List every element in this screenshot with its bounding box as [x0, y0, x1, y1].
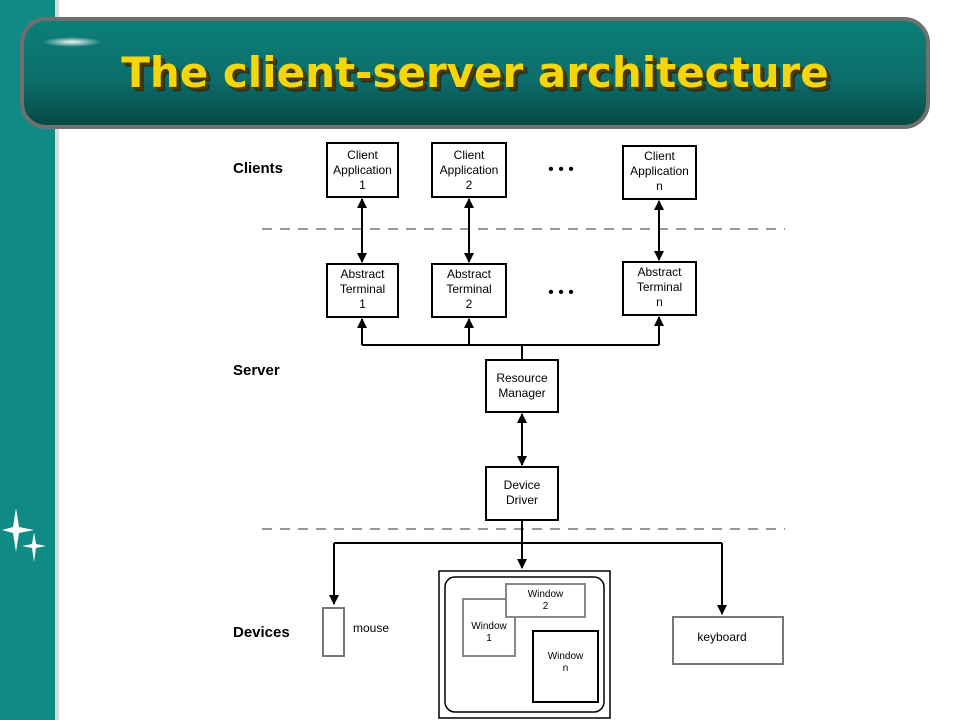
client-application-n: Client Application n — [622, 145, 697, 200]
svg-text:Abstract: Abstract — [637, 265, 682, 279]
device-driver: Device Driver — [485, 466, 559, 521]
layer-label-clients: Clients — [233, 160, 283, 177]
svg-text:Device: Device — [504, 478, 541, 492]
svg-text:Abstract: Abstract — [447, 267, 492, 281]
svg-text:Abstract: Abstract — [340, 267, 385, 281]
ellipsis: • • • — [548, 284, 574, 301]
svg-text:Window: Window — [548, 651, 584, 662]
resource-manager: Resource Manager — [485, 359, 559, 413]
ellipsis: • • • — [548, 161, 574, 178]
svg-text:Terminal: Terminal — [637, 280, 682, 294]
window-2: Window 2 — [505, 583, 586, 618]
abstract-terminal-n: Abstract Terminal n — [622, 261, 697, 316]
svg-text:Application: Application — [333, 163, 392, 177]
mouse-device: mouse — [322, 607, 389, 657]
keyboard-device: keyboard — [672, 616, 784, 665]
layer-label-devices: Devices — [233, 624, 290, 641]
svg-text:Client: Client — [454, 148, 485, 162]
svg-text:Window: Window — [528, 589, 564, 600]
client-application-1: Client Application 1 — [326, 142, 399, 198]
mouse-label: mouse — [353, 621, 389, 635]
svg-text:n: n — [563, 663, 569, 674]
title-shine — [42, 37, 102, 47]
svg-text:2: 2 — [466, 297, 473, 311]
svg-text:n: n — [656, 179, 663, 193]
svg-text:Application: Application — [630, 164, 689, 178]
abstract-terminal-2: Abstract Terminal 2 — [431, 263, 507, 318]
svg-text:Client: Client — [347, 148, 378, 162]
svg-text:n: n — [656, 295, 663, 309]
svg-text:Terminal: Terminal — [340, 282, 385, 296]
svg-text:Terminal: Terminal — [446, 282, 491, 296]
abstract-terminal-1: Abstract Terminal 1 — [326, 263, 399, 318]
svg-text:Driver: Driver — [506, 493, 538, 507]
svg-text:2: 2 — [543, 601, 549, 612]
svg-text:2: 2 — [466, 178, 473, 192]
display-device: Window 1 Window 2 Window n — [438, 570, 611, 719]
sidebar-divider — [55, 0, 59, 720]
svg-text:Client: Client — [644, 149, 675, 163]
svg-text:1: 1 — [359, 178, 366, 192]
page-title: The client-server architecture — [121, 48, 829, 97]
svg-text:Resource: Resource — [496, 371, 548, 385]
svg-text:Application: Application — [440, 163, 499, 177]
layer-label-server: Server — [233, 362, 280, 379]
svg-text:Manager: Manager — [498, 386, 545, 400]
sparkle-icon — [2, 508, 46, 562]
svg-text:Window: Window — [471, 621, 507, 632]
svg-text:1: 1 — [486, 633, 492, 644]
window-n: Window n — [532, 630, 599, 703]
keyboard-label: keyboard — [697, 630, 746, 644]
client-application-2: Client Application 2 — [431, 142, 507, 198]
title-bar: The client-server architecture — [20, 17, 930, 129]
svg-text:1: 1 — [359, 297, 366, 311]
